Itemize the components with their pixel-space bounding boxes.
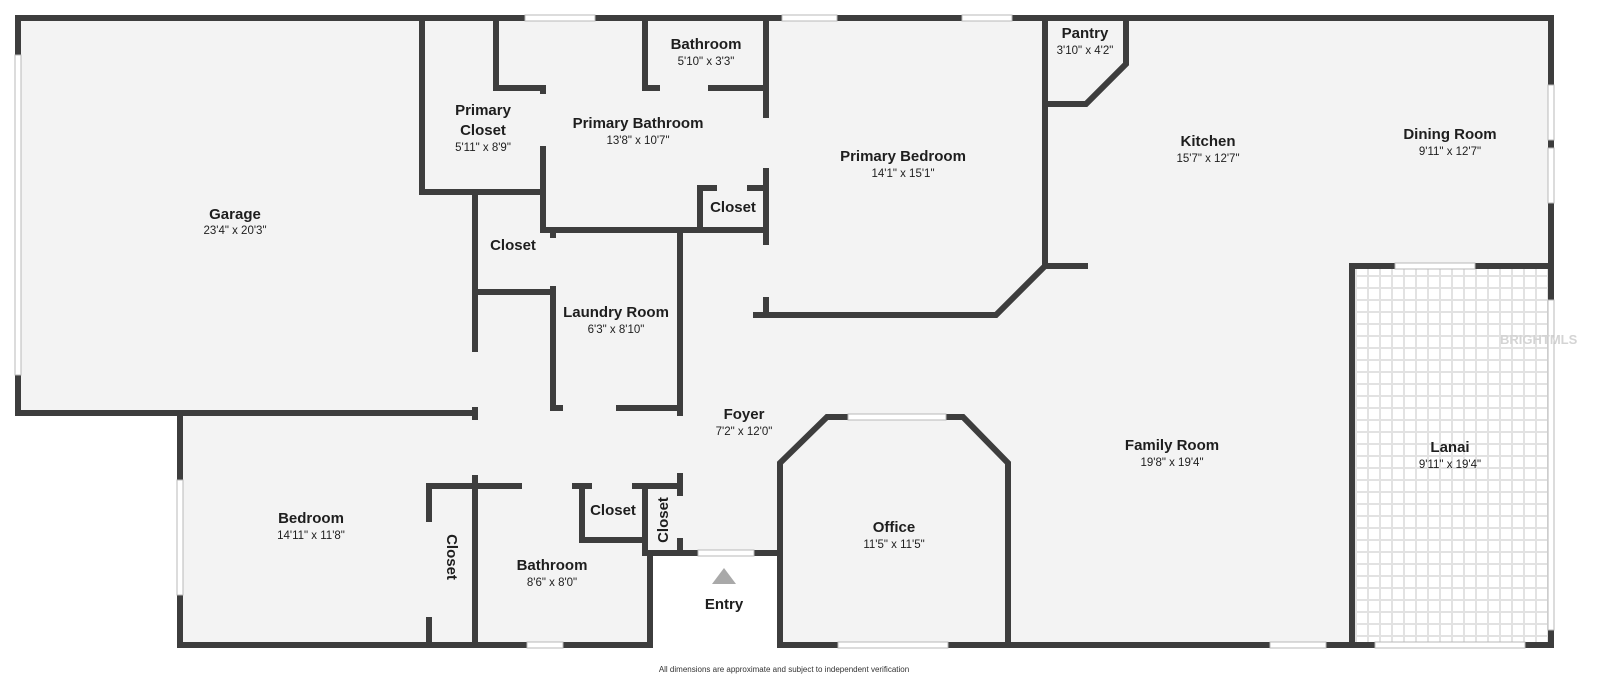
svg-text:15'7" x 12'7": 15'7" x 12'7" bbox=[1176, 153, 1239, 165]
svg-text:9'11" x 12'7": 9'11" x 12'7" bbox=[1419, 146, 1481, 158]
room-label-bedroom: Bedroom 14'11" x 11'8" bbox=[277, 510, 345, 542]
svg-text:Lanai: Lanai bbox=[1430, 439, 1469, 456]
room-label-garage: Garage 23'4" x 20'3" bbox=[203, 206, 266, 237]
svg-text:Closet: Closet bbox=[443, 534, 460, 580]
svg-text:6'3" x 8'10": 6'3" x 8'10" bbox=[588, 324, 645, 336]
svg-text:Kitchen: Kitchen bbox=[1180, 133, 1235, 150]
entry-label: Entry bbox=[705, 596, 744, 613]
svg-text:Primary Bedroom: Primary Bedroom bbox=[840, 148, 966, 165]
svg-text:Primary: Primary bbox=[455, 102, 512, 119]
watermark: BRIGHTMLS bbox=[1500, 332, 1578, 347]
door-openings bbox=[426, 85, 769, 617]
windows bbox=[14, 14, 1555, 649]
room-label-primary-bedroom: Primary Bedroom 14'1" x 15'1" bbox=[840, 148, 966, 180]
room-label-primary-bathroom: Primary Bathroom 13'8" x 10'7" bbox=[573, 115, 704, 147]
room-label-pantry: Pantry 3'10" x 4'2" bbox=[1057, 25, 1114, 57]
dimensions-disclaimer: All dimensions are approximate and subje… bbox=[659, 665, 909, 674]
entry-arrow-icon bbox=[712, 568, 736, 584]
svg-text:Foyer: Foyer bbox=[724, 406, 765, 423]
room-label-office: Office 11'5" x 11'5" bbox=[863, 519, 924, 551]
room-label-bathroom-top: Bathroom 5'10" x 3'3" bbox=[671, 36, 742, 68]
svg-text:3'10" x 4'2": 3'10" x 4'2" bbox=[1057, 45, 1114, 57]
svg-text:Family Room: Family Room bbox=[1125, 437, 1219, 454]
svg-text:Garage: Garage bbox=[209, 206, 261, 223]
svg-text:Bedroom: Bedroom bbox=[278, 510, 344, 527]
svg-text:Office: Office bbox=[873, 519, 916, 536]
room-label-dining-room: Dining Room 9'11" x 12'7" bbox=[1403, 126, 1496, 158]
room-label-closet-bath: Closet bbox=[710, 199, 756, 216]
svg-text:23'4" x 20'3": 23'4" x 20'3" bbox=[203, 225, 266, 237]
svg-text:Closet: Closet bbox=[460, 122, 506, 139]
room-label-bathroom-bottom: Bathroom 8'6" x 8'0" bbox=[517, 557, 588, 589]
room-label-closet-entry: Closet bbox=[655, 497, 672, 543]
room-label-lanai: Lanai 9'11" x 19'4" bbox=[1419, 439, 1481, 471]
room-label-family-room: Family Room 19'8" x 19'4" bbox=[1125, 437, 1219, 469]
room-label-laundry-room: Laundry Room 6'3" x 8'10" bbox=[563, 304, 669, 336]
svg-text:13'8" x 10'7": 13'8" x 10'7" bbox=[606, 135, 669, 147]
svg-text:Closet: Closet bbox=[710, 199, 756, 216]
svg-text:Laundry Room: Laundry Room bbox=[563, 304, 669, 321]
svg-text:14'1" x 15'1": 14'1" x 15'1" bbox=[871, 168, 934, 180]
room-label-kitchen: Kitchen 15'7" x 12'7" bbox=[1176, 133, 1239, 165]
svg-text:19'8" x 19'4": 19'8" x 19'4" bbox=[1140, 457, 1203, 469]
room-label-closet-small: Closet bbox=[590, 502, 636, 519]
svg-text:11'5" x 11'5": 11'5" x 11'5" bbox=[863, 539, 924, 551]
svg-text:Primary Bathroom: Primary Bathroom bbox=[573, 115, 704, 132]
svg-text:5'10" x 3'3": 5'10" x 3'3" bbox=[678, 56, 735, 68]
svg-text:9'11" x 19'4": 9'11" x 19'4" bbox=[1419, 459, 1481, 471]
room-label-foyer: Foyer 7'2" x 12'0" bbox=[716, 406, 773, 438]
svg-text:8'6" x 8'0": 8'6" x 8'0" bbox=[527, 577, 577, 589]
svg-text:Bathroom: Bathroom bbox=[671, 36, 742, 53]
floor-fill bbox=[18, 18, 1552, 645]
lanai-tile-floor bbox=[1352, 266, 1552, 645]
svg-text:7'2" x 12'0": 7'2" x 12'0" bbox=[716, 426, 773, 438]
svg-text:Bathroom: Bathroom bbox=[517, 557, 588, 574]
svg-text:Closet: Closet bbox=[490, 237, 536, 254]
room-label-closet-bedroom: Closet bbox=[443, 534, 460, 580]
room-label-closet-hall: Closet bbox=[490, 237, 536, 254]
svg-text:5'11" x 8'9": 5'11" x 8'9" bbox=[455, 142, 511, 154]
svg-text:Dining Room: Dining Room bbox=[1403, 126, 1496, 143]
svg-text:Closet: Closet bbox=[655, 497, 672, 543]
svg-text:Closet: Closet bbox=[590, 502, 636, 519]
room-label-primary-closet: Primary Closet 5'11" x 8'9" bbox=[455, 102, 512, 154]
svg-text:Pantry: Pantry bbox=[1062, 25, 1109, 42]
svg-text:14'11" x 11'8": 14'11" x 11'8" bbox=[277, 530, 345, 542]
